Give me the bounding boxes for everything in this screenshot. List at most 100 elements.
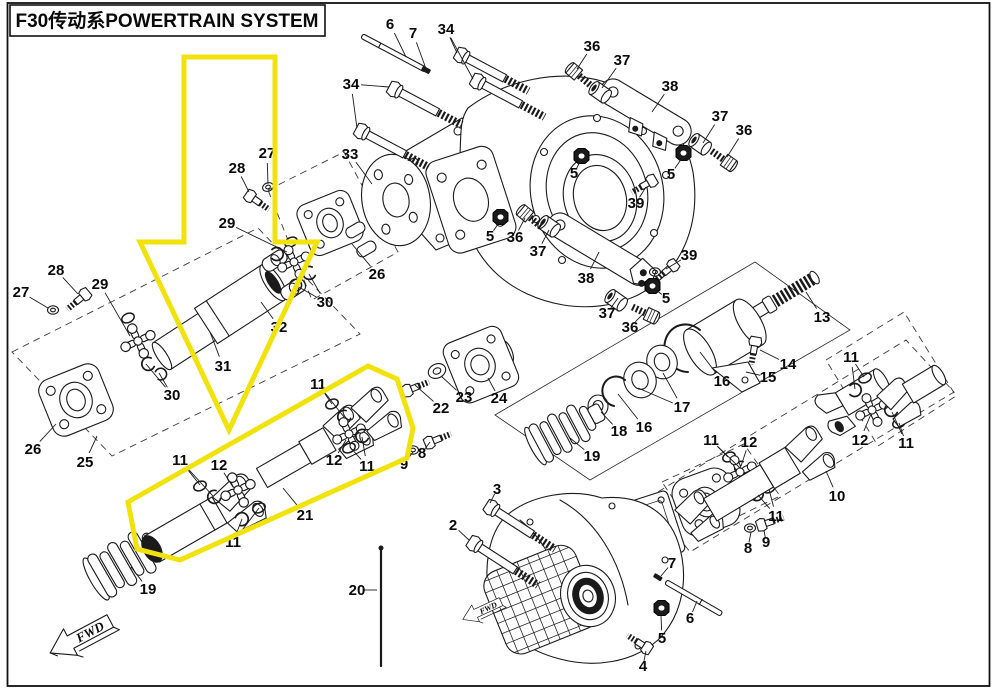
callout-leader-9 xyxy=(763,529,766,538)
part-callout-17: 17 xyxy=(674,399,691,416)
bearing-holder xyxy=(683,298,767,376)
callout-leader-11 xyxy=(235,518,243,535)
highlight-annotations xyxy=(125,54,416,563)
callout-leader-36 xyxy=(518,217,526,231)
part-callout-26: 26 xyxy=(369,266,386,283)
callout-leader-5 xyxy=(576,159,582,169)
callout-leader-19 xyxy=(569,437,585,451)
callout-leader-11 xyxy=(851,366,856,390)
callout-leader-8 xyxy=(424,441,431,450)
callout-leader-30 xyxy=(308,273,321,294)
callout-leader-4 xyxy=(643,650,647,661)
callout-leader-29 xyxy=(104,292,131,337)
part-callout-24: 24 xyxy=(491,390,508,407)
callout-leader-11 xyxy=(768,488,774,507)
callout-leader-22 xyxy=(414,384,434,402)
part-callout-27: 27 xyxy=(259,145,276,162)
part-callout-6: 6 xyxy=(386,16,394,33)
callout-leader-11 xyxy=(717,446,741,469)
callout-leader-11 xyxy=(891,411,903,435)
boot-front xyxy=(524,403,606,466)
page-title: F30传动系POWERTRAIN SYSTEM xyxy=(16,9,319,32)
callout-leader-5 xyxy=(493,220,501,232)
callout-leader-12 xyxy=(740,450,747,467)
callout-leader-34 xyxy=(360,84,390,88)
callout-leader-17 xyxy=(662,372,678,399)
callout-leader-24 xyxy=(487,377,496,392)
part-callout-36: 36 xyxy=(584,38,601,55)
callout-leader-16 xyxy=(699,351,717,374)
upper-bracket xyxy=(564,61,739,198)
highlight-arrow-down xyxy=(136,54,321,436)
callout-leader-23 xyxy=(440,375,457,391)
part-callout-6: 6 xyxy=(686,610,694,627)
callout-leader-11 xyxy=(349,446,362,460)
rod xyxy=(378,545,384,668)
flange-left xyxy=(38,363,114,437)
part-callout-20: 20 xyxy=(349,582,366,599)
callout-leader-33 xyxy=(355,161,373,185)
part-callout-19: 19 xyxy=(584,448,601,465)
part-callout-7: 7 xyxy=(668,555,676,572)
companion-flange xyxy=(442,325,520,404)
part-callout-34: 34 xyxy=(438,21,455,38)
part-callout-37: 37 xyxy=(530,243,547,260)
part-callout-23: 23 xyxy=(456,389,473,406)
callout-leader-36 xyxy=(634,311,646,323)
callout-leader-11 xyxy=(186,467,214,497)
callout-leader-11 xyxy=(185,467,201,486)
part-callout-15: 15 xyxy=(760,369,777,386)
part-callout-9: 9 xyxy=(762,534,770,551)
callout-leader-38 xyxy=(651,93,665,113)
callout-leader-14 xyxy=(759,349,780,360)
part-callout-29: 29 xyxy=(219,215,236,232)
part-callout-11: 11 xyxy=(843,349,859,366)
part-callout-8: 8 xyxy=(418,445,426,462)
callout-leader-11 xyxy=(323,391,345,418)
part-callout-36: 36 xyxy=(736,122,753,139)
part-callout-12: 12 xyxy=(741,434,758,451)
callout-leader-18 xyxy=(600,411,614,425)
part-callout-11: 11 xyxy=(359,458,375,475)
part-callout-16: 16 xyxy=(636,419,653,436)
callout-leader-5 xyxy=(653,287,663,295)
part-callout-31: 31 xyxy=(215,358,232,375)
callout-leader-16 xyxy=(617,393,639,420)
callout-leader-12 xyxy=(337,439,347,454)
part-callout-12: 12 xyxy=(326,452,343,469)
part-callout-14: 14 xyxy=(780,356,797,373)
callout-leader-6 xyxy=(393,32,407,58)
part-callout-19: 19 xyxy=(140,581,157,598)
part-callout-11: 11 xyxy=(703,432,719,449)
part-callout-4: 4 xyxy=(639,658,648,675)
callout-leader-28 xyxy=(62,277,79,295)
brake-disc xyxy=(361,153,431,247)
callout-leader-17 xyxy=(637,387,673,404)
callout-leader-30 xyxy=(145,363,166,388)
part-callout-5: 5 xyxy=(570,165,578,182)
title-box: F30传动系POWERTRAIN SYSTEM xyxy=(9,4,326,37)
callout-leader-39 xyxy=(639,186,647,198)
output-shaft-assembly xyxy=(524,270,820,466)
part-callout-38: 38 xyxy=(662,78,679,95)
part-callout-21: 21 xyxy=(297,507,314,524)
part-callout-34: 34 xyxy=(343,76,360,93)
part-callout-33: 33 xyxy=(342,146,359,163)
part-callout-25: 25 xyxy=(77,454,94,471)
mount-bolts xyxy=(352,33,548,174)
callout-leader-30 xyxy=(296,285,317,298)
callout-leader-15 xyxy=(745,371,761,376)
callout-leader-34 xyxy=(449,37,458,54)
part-callout-27: 27 xyxy=(13,284,30,301)
part-callout-29: 29 xyxy=(92,276,109,293)
part-callout-5: 5 xyxy=(658,630,666,647)
highlight-region-shaft xyxy=(125,363,416,563)
callout-leader-7 xyxy=(415,42,426,67)
callout-leader-37 xyxy=(601,67,617,89)
callout-leader-28 xyxy=(240,176,250,193)
callout-leader-11 xyxy=(757,494,771,509)
part-callout-39: 39 xyxy=(681,247,698,264)
part-callout-28: 28 xyxy=(229,160,246,177)
